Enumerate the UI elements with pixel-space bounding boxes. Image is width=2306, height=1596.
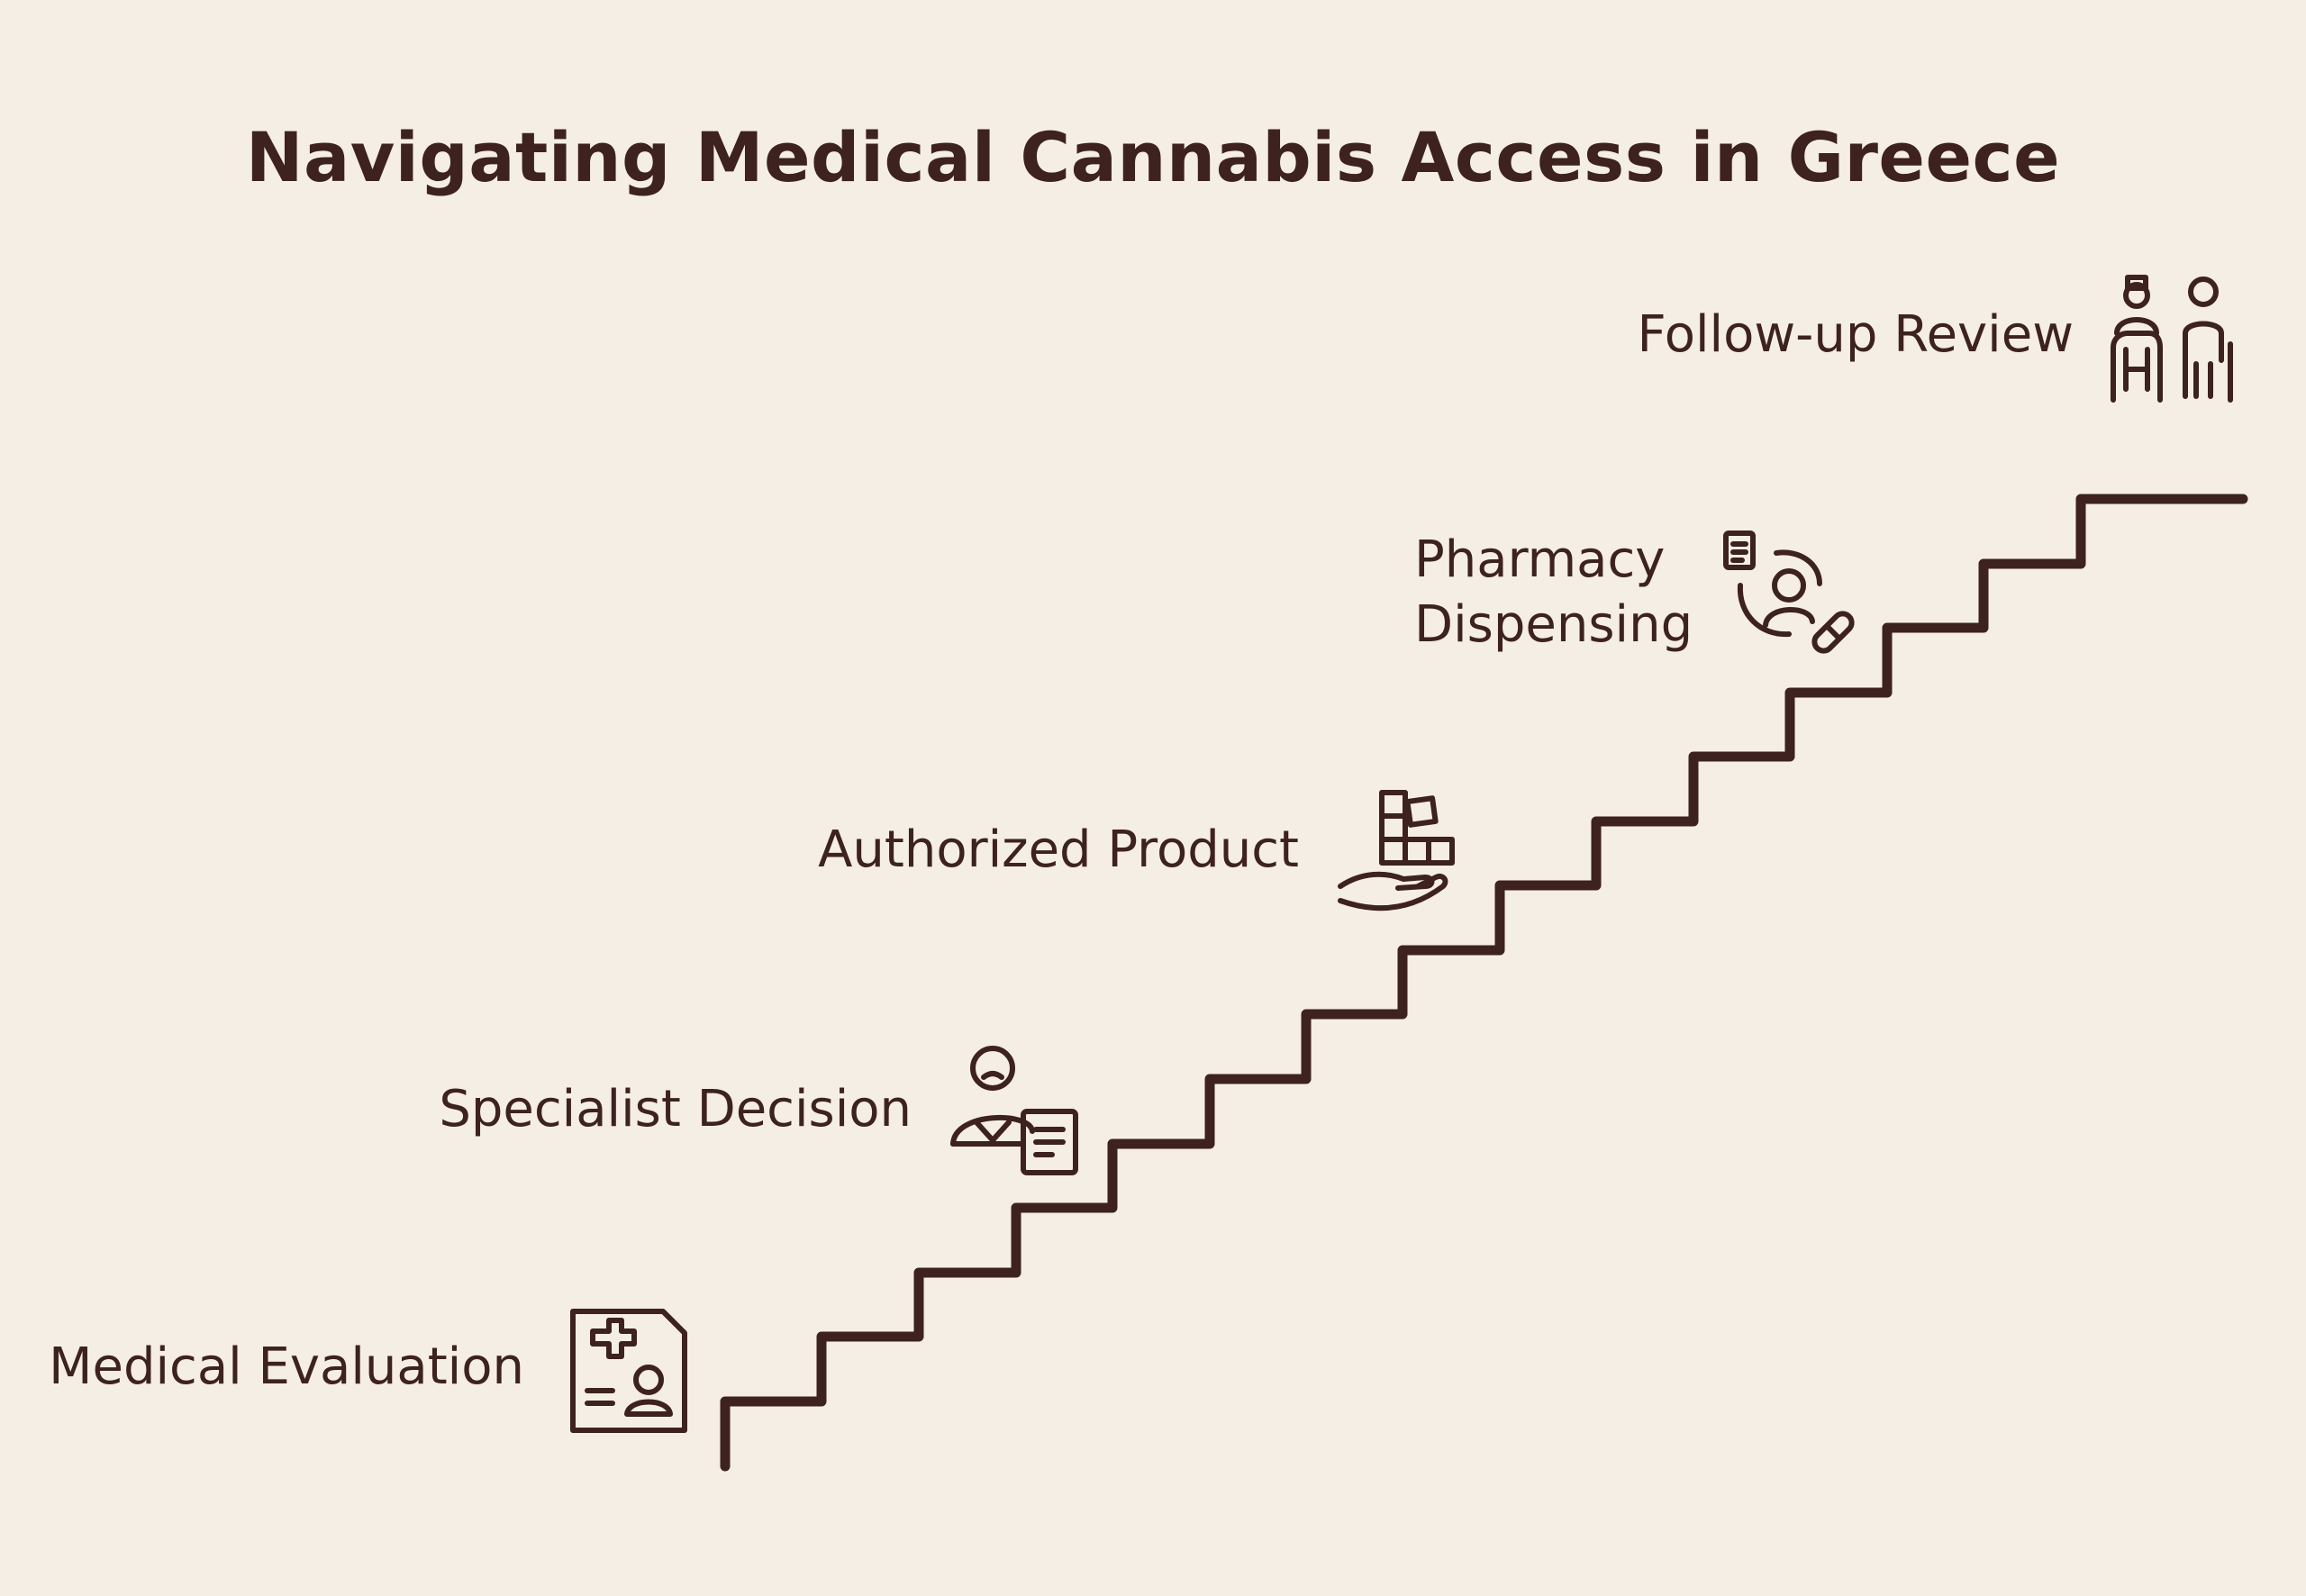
step-label-follow-up-review: Follow-up Review bbox=[1637, 305, 2074, 364]
diagram-title: Navigating Medical Cannabis Access in Gr… bbox=[245, 117, 2061, 197]
step-label-authorized-product: Authorized Product bbox=[818, 821, 1299, 879]
step-label-pharmacy-dispensing: Pharmacy Dispensing bbox=[1414, 528, 1693, 657]
step-label-medical-evaluation: Medical Evaluation bbox=[49, 1338, 524, 1396]
staircase-line bbox=[720, 494, 2248, 1472]
pharmacist-pill-icon bbox=[1720, 528, 1856, 663]
step-label-dispensing-line: Dispensing bbox=[1414, 595, 1693, 654]
step-label-pharmacy-line: Pharmacy bbox=[1414, 530, 1666, 589]
step-label-specialist-decision: Specialist Decision bbox=[439, 1080, 912, 1138]
doctor-document-icon bbox=[948, 1045, 1083, 1180]
doctor-patient-icon bbox=[2110, 270, 2245, 405]
hand-boxes-icon bbox=[1335, 785, 1470, 920]
medical-record-icon bbox=[566, 1304, 692, 1439]
